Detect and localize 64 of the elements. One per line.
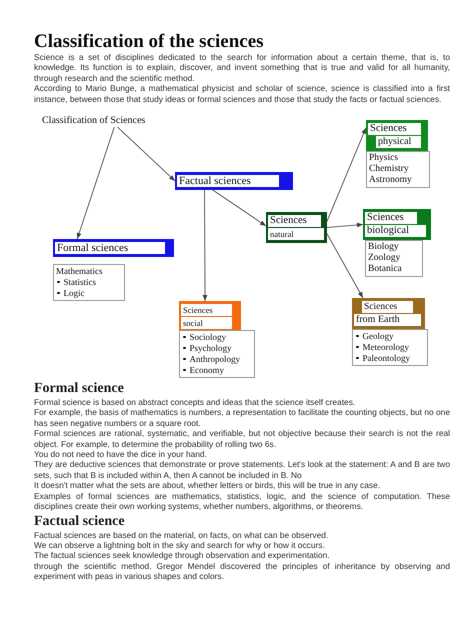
arrow	[117, 126, 176, 182]
paragraph: Formal science is based on abstract concepts and ideas that the science itself creates.	[34, 397, 356, 408]
list-item: Economy	[190, 365, 224, 376]
list-item: Botanica	[368, 264, 402, 274]
arrow	[326, 233, 364, 298]
category-label: Sciences	[181, 304, 232, 316]
list-panel	[365, 240, 423, 278]
category-label: biological	[365, 225, 426, 238]
list-panel	[352, 329, 428, 366]
paragraph: According to Mario Bunge, a mathematical physicist and scholar of science, science is classified into a first instance, between those that study ideas or formal sciences and those that study the facts or factual sciences.	[34, 83, 450, 104]
category-box	[363, 209, 431, 240]
paragraph: We can observe a lightning bolt in the sky and search for why or how it occurs.	[34, 540, 325, 550]
section-heading: Factual science	[34, 514, 125, 530]
category-box	[175, 172, 293, 190]
list-item: Biology	[368, 242, 399, 252]
paragraph: through the scientific method. Gregor Mendel discovered the principles of inheritance by observing and experiment with peas in various shapes and colors.	[34, 560, 450, 582]
page-title: Classification of the sciences	[34, 31, 264, 52]
arrow	[212, 190, 266, 226]
paragraph: They are deductive sciences that demonstrate or prove statements. Let's look at the statement: A and B are two sets, such that B is included within A, then A cannot be included in B. No	[34, 459, 450, 480]
paragraph: It doesn't matter what the sets are about, whether letters or birds, this will be true in any case.	[34, 480, 380, 491]
category-box	[266, 212, 327, 244]
paragraph: Formal sciences are rational, systematic, and verifiable, but not objective because their search is not the real object. For example, to determine the probability of rolling two 6s.	[34, 428, 450, 450]
category-label: Factual sciences	[177, 175, 279, 188]
paragraph: You do not need to have the dice in your hand.	[34, 449, 207, 460]
list-panel	[179, 330, 255, 378]
arrow	[76, 126, 115, 240]
diagram-heading: Classification of Sciences	[42, 115, 146, 128]
section-heading: Formal science	[34, 381, 124, 398]
list-item: Physics	[369, 153, 398, 164]
list-item: Paleontology	[362, 353, 410, 364]
category-label: natural	[268, 228, 324, 240]
paragraph: Examples of formal sciences are mathematics, statistics, logic, and the science of computation. These disciplines create their own working systems, whether numbers, algorithms, or theorems.	[34, 490, 450, 512]
category-box	[179, 301, 241, 332]
category-label: Sciences	[368, 123, 421, 136]
category-label: Sciences	[362, 301, 413, 314]
list-item: Logic	[64, 288, 84, 298]
paragraph: For example, the basis of mathematics is numbers, a representation to facilitate the counting objects, but no one has seen negative numbers or a square root.	[34, 407, 450, 428]
paragraph: The factual sciences seek knowledge through observation and experimentation.	[34, 550, 330, 561]
list-item: Chemistry	[369, 164, 409, 174]
list-item: Statistics	[64, 277, 96, 288]
paragraph: Factual sciences are based on the material, on facts, on what can be observed.	[34, 530, 328, 540]
list-item: Anthropology	[190, 354, 240, 364]
list-item: Geology	[362, 331, 394, 342]
category-label: social	[181, 317, 232, 330]
list-item: Zoology	[368, 253, 400, 264]
category-box	[352, 298, 425, 330]
list-item: Sociology	[190, 332, 226, 342]
category-label: Sciences	[268, 215, 321, 228]
list-item: Meteorology	[362, 342, 409, 352]
category-box	[366, 120, 428, 152]
arrow	[326, 127, 366, 222]
list-panel	[53, 264, 125, 302]
category-label: Formal sciences	[55, 242, 165, 254]
category-label: from Earth	[354, 314, 421, 326]
list-item: Astronomy	[369, 175, 412, 186]
arrow	[202, 190, 208, 302]
category-box	[53, 239, 174, 258]
list-item: Mathematics	[56, 266, 102, 276]
arrow	[326, 222, 364, 228]
category-label: physical	[376, 136, 421, 148]
category-label: Sciences	[365, 212, 417, 224]
list-item: Psychology	[190, 343, 232, 354]
paragraph: Science is a set of disciplines dedicated to the search for information about a certain theme, that is, to knowledge. Its function is to explain, discover, and invent something that is true and valid for all humanity, through research and the scientific method.	[34, 52, 450, 84]
list-panel	[366, 151, 430, 188]
